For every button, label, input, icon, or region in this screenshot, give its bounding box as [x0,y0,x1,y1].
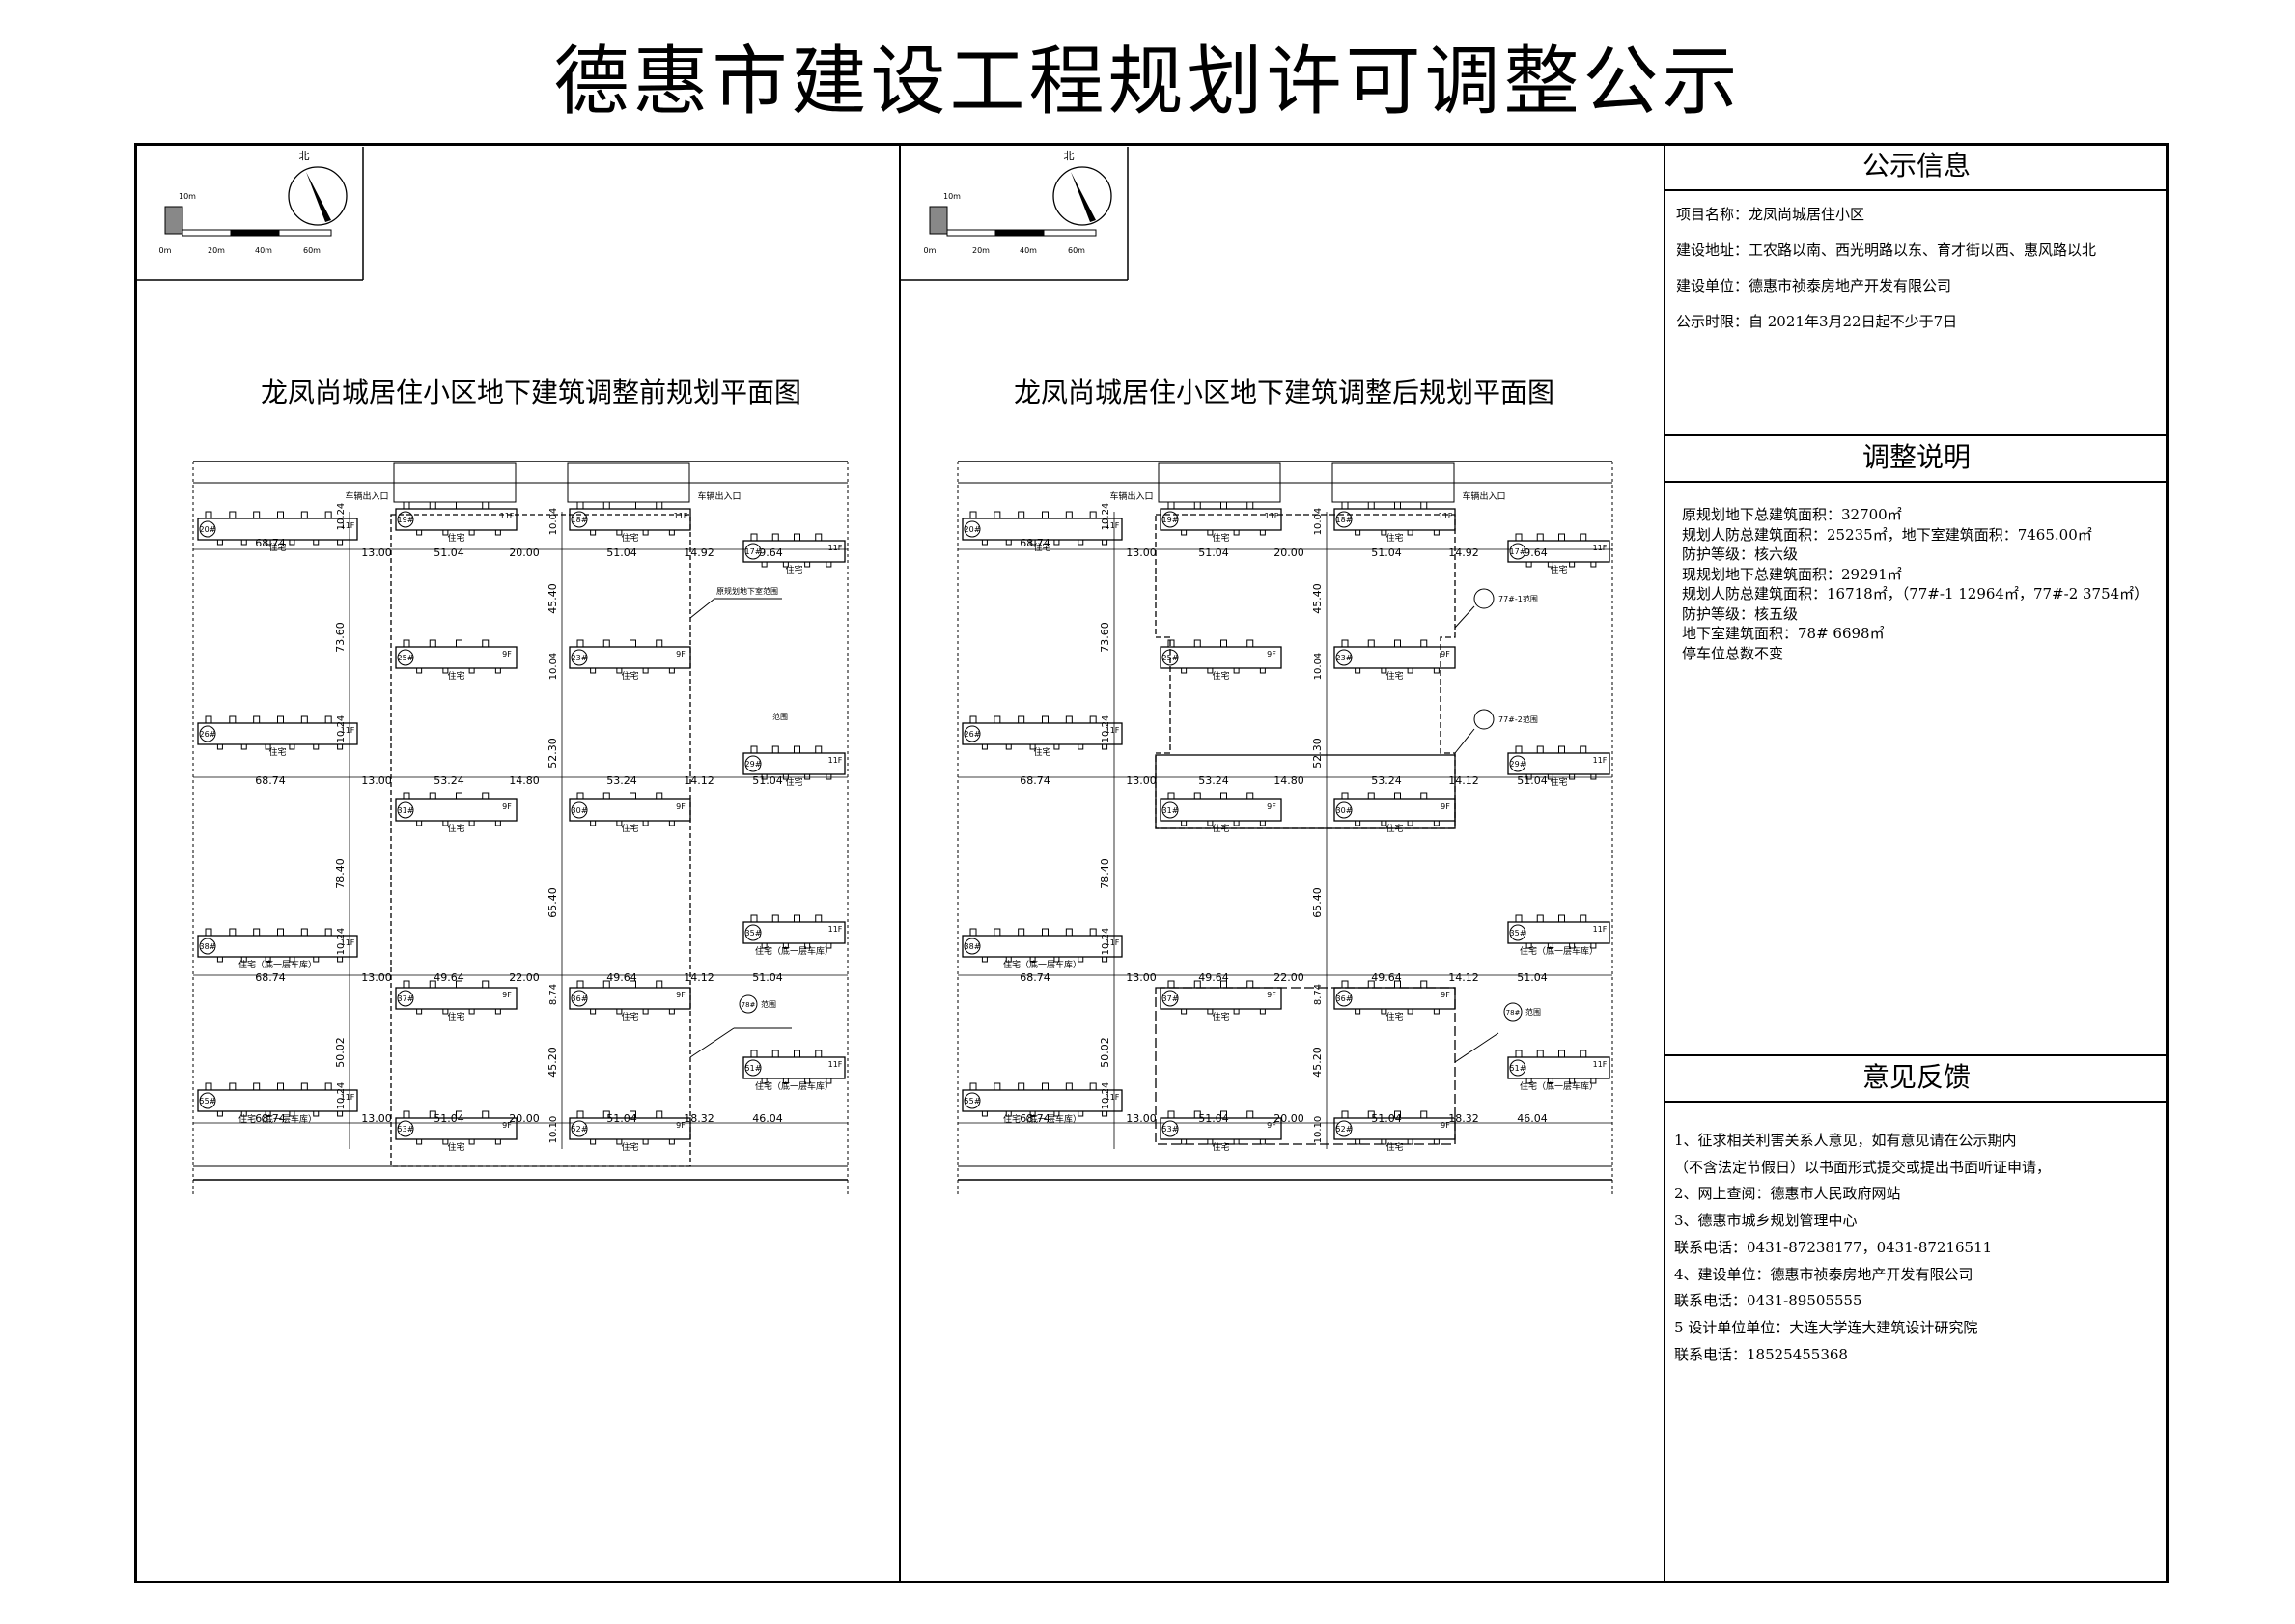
feedback-line: 2、网上查阅：德惠市人民政府网站 [1674,1185,1901,1203]
feedback-line: 联系电话：18525455368 [1674,1345,1848,1363]
plan-before-title: 龙凤尚城居住小区地下建筑调整前规划平面图 [260,377,801,408]
adjust-body: 原规划地下总建筑面积：32700㎡ 规划人防总建筑面积：25235㎡，地下室建筑… [1682,505,2148,663]
adjust-top-rule [1665,434,2169,436]
adjust-line: 防护等级：核五级 [1682,604,1799,623]
feedback-body: 1、征求相关利害关系人意见，如有意见请在公示期内 （不含法定节假日）以书面形式提… [1674,1128,2051,1368]
adjust-line: 规划人防总建筑面积：25235㎡，地下室建筑面积：7465.00㎡ [1682,525,2092,544]
info-address: 建设地址：工农路以南、西光明路以东、育才街以西、惠风路以北 [1676,241,2097,259]
adjust-line: 规划人防总建筑面积：16718㎡，（77#-1 12964㎡，77#-2 375… [1682,585,2149,602]
feedback-top-rule [1665,1054,2169,1056]
adjust-line: 现规划地下总建筑面积：29291㎡ [1682,565,1902,583]
feedback-line: 3、德惠市城乡规划管理中心 [1674,1212,1858,1230]
info-body: 项目名称：龙凤尚城居住小区 建设地址：工农路以南、西光明路以东、育才街以西、惠风… [1676,197,2096,340]
info-period: 公示时限：自 2021年3月22日起不少于7日 [1676,313,1958,330]
page-title: 德惠市建设工程规划许可调整公示 [553,39,1742,126]
adjust-line: 停车位总数不变 [1682,644,1784,662]
feedback-line: 联系电话：0431-89505555 [1674,1292,1862,1310]
adjust-line: 原规划地下总建筑面积：32700㎡ [1682,506,1902,523]
feedback-line: （不含法定节假日）以书面形式提交或提出书面听证申请， [1674,1158,2052,1176]
main-frame [134,143,2169,1583]
plan-after-title: 龙凤尚城居住小区地下建筑调整后规划平面图 [1013,377,1554,408]
feedback-header: 意见反馈 [1861,1061,1971,1093]
adjust-line: 地下室建筑面积：78# 6698㎡ [1682,625,1885,642]
info-panel: 公示信息 项目名称：龙凤尚城居住小区 建设地址：工农路以南、西光明路以东、育才街… [1665,143,2169,1583]
feedback-line: 1、征求相关利害关系人意见，如有意见请在公示期内 [1674,1132,2017,1149]
info-builder: 建设单位：德惠市祯泰房地产开发有限公司 [1676,277,1952,294]
info-project: 项目名称：龙凤尚城居住小区 [1676,206,1865,223]
info-header-rule [1665,189,2169,191]
info-header: 公示信息 [1861,150,1971,182]
feedback-line: 4、建设单位：德惠市祯泰房地产开发有限公司 [1674,1265,1973,1283]
adjust-header: 调整说明 [1861,441,1971,473]
feedback-line: 联系电话：0431-87238177，0431-87216511 [1674,1238,1993,1256]
column-divider-1 [899,143,901,1583]
feedback-header-rule [1665,1101,2169,1103]
feedback-line: 5 设计单位单位：大连大学连大建筑设计研究院 [1674,1318,1978,1336]
column-divider-2 [1664,143,1665,1583]
adjust-header-rule [1665,481,2169,483]
adjust-line: 防护等级：核六级 [1682,546,1799,563]
